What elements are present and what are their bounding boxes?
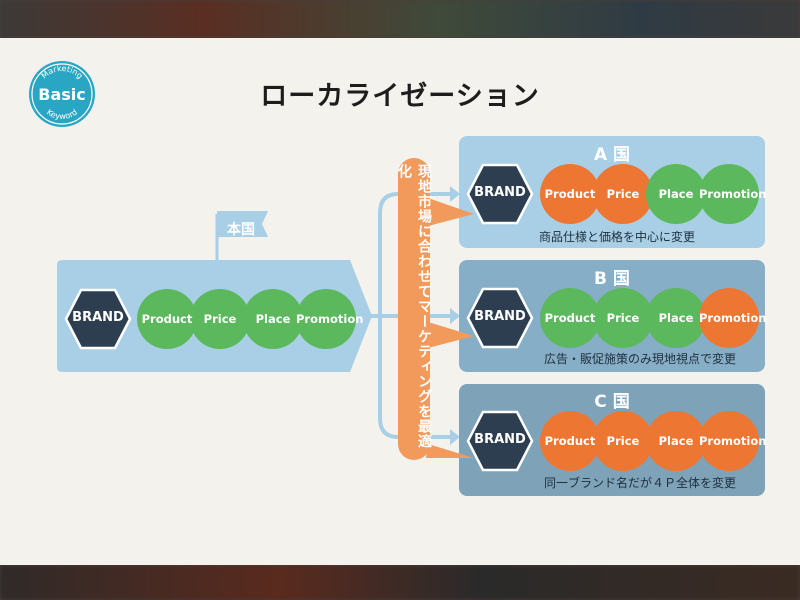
home-4p-circles [137, 289, 356, 349]
connector-callout [398, 158, 474, 460]
basic-marketing-keyword-logo: Marketing Basic Keyword [29, 61, 95, 127]
connector-text: 現地市場に合わせてマーケティングを最適化 [396, 164, 432, 449]
home-product-label: Product [141, 312, 193, 326]
country-b-place-label: Place [658, 311, 694, 325]
country-c-place-label: Place [658, 434, 694, 448]
country-a-promotion-circle [699, 164, 759, 224]
country-a-price-circle [593, 164, 653, 224]
country-a-product-circle [540, 164, 600, 224]
country-a-place-label: Place [658, 187, 694, 201]
country-c-price-label: Price [606, 434, 640, 448]
home-promotion-circle [296, 289, 356, 349]
background-bottom [0, 565, 800, 600]
country-b-caption: 広告・販促施策のみ現地視点で変更 [543, 352, 736, 366]
country-a-price-label: Price [606, 187, 640, 201]
country-c-brand-hexagon [466, 410, 534, 472]
logo-main-text: Basic [38, 85, 85, 104]
country-c-price-circle [593, 411, 653, 471]
slide: Marketing Basic Keyword ローカライゼーション [0, 38, 800, 565]
flag [217, 211, 268, 237]
country-b-4p-circles [540, 288, 759, 348]
localization-diagram [57, 136, 765, 496]
country-b-product-label: Product [544, 311, 596, 325]
background-top [0, 0, 800, 38]
country-c-4p-circles [540, 411, 759, 471]
country-c-promotion-circle [699, 411, 759, 471]
logo-bottom-text: Keyword [45, 108, 79, 121]
connector-arrowheads [450, 186, 460, 445]
country-a-brand-label: BRAND [474, 185, 526, 200]
country-b-price-circle [593, 288, 653, 348]
country-a-promotion-label: Promotion [699, 187, 767, 201]
country-b-brand-label: BRAND [474, 309, 526, 324]
country-c-brand-label: BRAND [474, 432, 526, 447]
home-price-circle [190, 289, 250, 349]
home-promotion-label: Promotion [296, 312, 364, 326]
country-c-place-circle [646, 411, 706, 471]
country-a-title: A 国 [593, 145, 631, 165]
country-a-4p-circles [540, 164, 759, 224]
country-b-product-circle [540, 288, 600, 348]
country-c-product-label: Product [544, 434, 596, 448]
home-brand-hexagon [64, 288, 132, 350]
home-product-circle [137, 289, 197, 349]
page-title: ローカライゼーション [260, 81, 540, 112]
country-b-promotion-label: Promotion [699, 311, 767, 325]
home-brand-label: BRAND [72, 310, 124, 325]
country-b-title: B 国 [594, 269, 630, 289]
home-price-label: Price [203, 312, 237, 326]
country-c-caption: 同一ブランド名だが４Ｐ全体を変更 [543, 476, 736, 490]
home-place-label: Place [255, 312, 291, 326]
country-a-place-circle [646, 164, 706, 224]
country-b-brand-hexagon [466, 287, 534, 349]
country-b-place-circle [646, 288, 706, 348]
home-place-circle [243, 289, 303, 349]
country-c-promotion-label: Promotion [699, 434, 767, 448]
home-country-flag-label: 本国 [227, 222, 255, 238]
country-b-promotion-circle [699, 288, 759, 348]
country-a-product-label: Product [544, 187, 596, 201]
country-a-caption: 商品仕様と価格を中心に変更 [538, 230, 695, 244]
country-a-brand-hexagon [466, 163, 534, 225]
country-b-price-label: Price [606, 311, 640, 325]
country-c-product-circle [540, 411, 600, 471]
country-c-title: C 国 [594, 392, 630, 412]
